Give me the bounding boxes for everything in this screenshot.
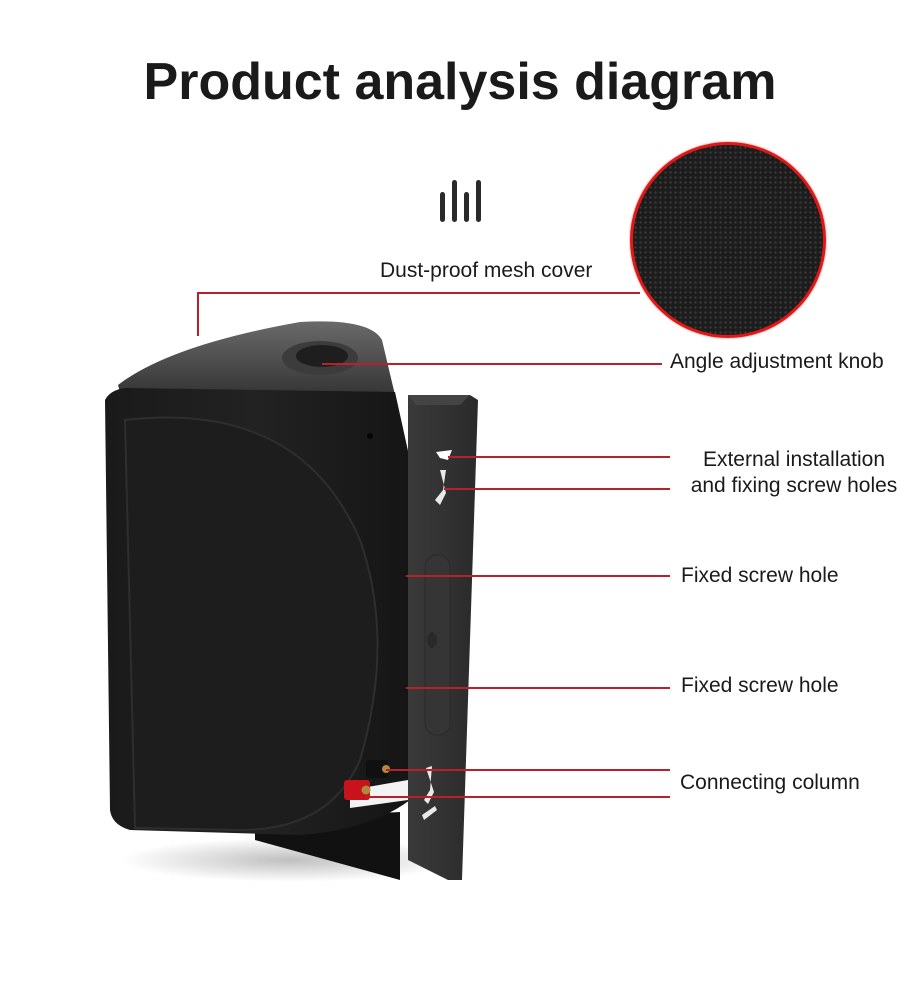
sound-bars-icon [440, 180, 481, 222]
callout-installation-line-1: External installation [702, 448, 886, 471]
callout-fixed-screw-hole-1: Fixed screw hole [681, 564, 839, 587]
callout-installation-line-2: and fixing screw holes [690, 474, 898, 497]
leader-line-fixed-2 [406, 687, 670, 689]
leader-line-fixed-1 [406, 575, 670, 577]
callout-fixed-screw-hole-2: Fixed screw hole [681, 674, 839, 697]
leader-line-install-1 [448, 456, 670, 458]
leader-line-mesh-vertical [197, 292, 199, 336]
callout-installation-holes: External installation and fixing screw h… [676, 447, 912, 499]
mesh-closeup-inset [630, 142, 826, 338]
leader-line-mesh-horizontal [198, 292, 640, 294]
callout-connecting-column: Connecting column [680, 771, 860, 794]
callout-dust-proof-mesh-cover: Dust-proof mesh cover [380, 259, 593, 282]
leader-line-install-2 [444, 488, 670, 490]
leader-line-connect-2 [366, 796, 670, 798]
callout-angle-adjustment-knob: Angle adjustment knob [670, 350, 884, 373]
leader-line-knob [322, 363, 662, 365]
page-title: Product analysis diagram [143, 53, 777, 111]
leader-line-connect-1 [386, 769, 670, 771]
